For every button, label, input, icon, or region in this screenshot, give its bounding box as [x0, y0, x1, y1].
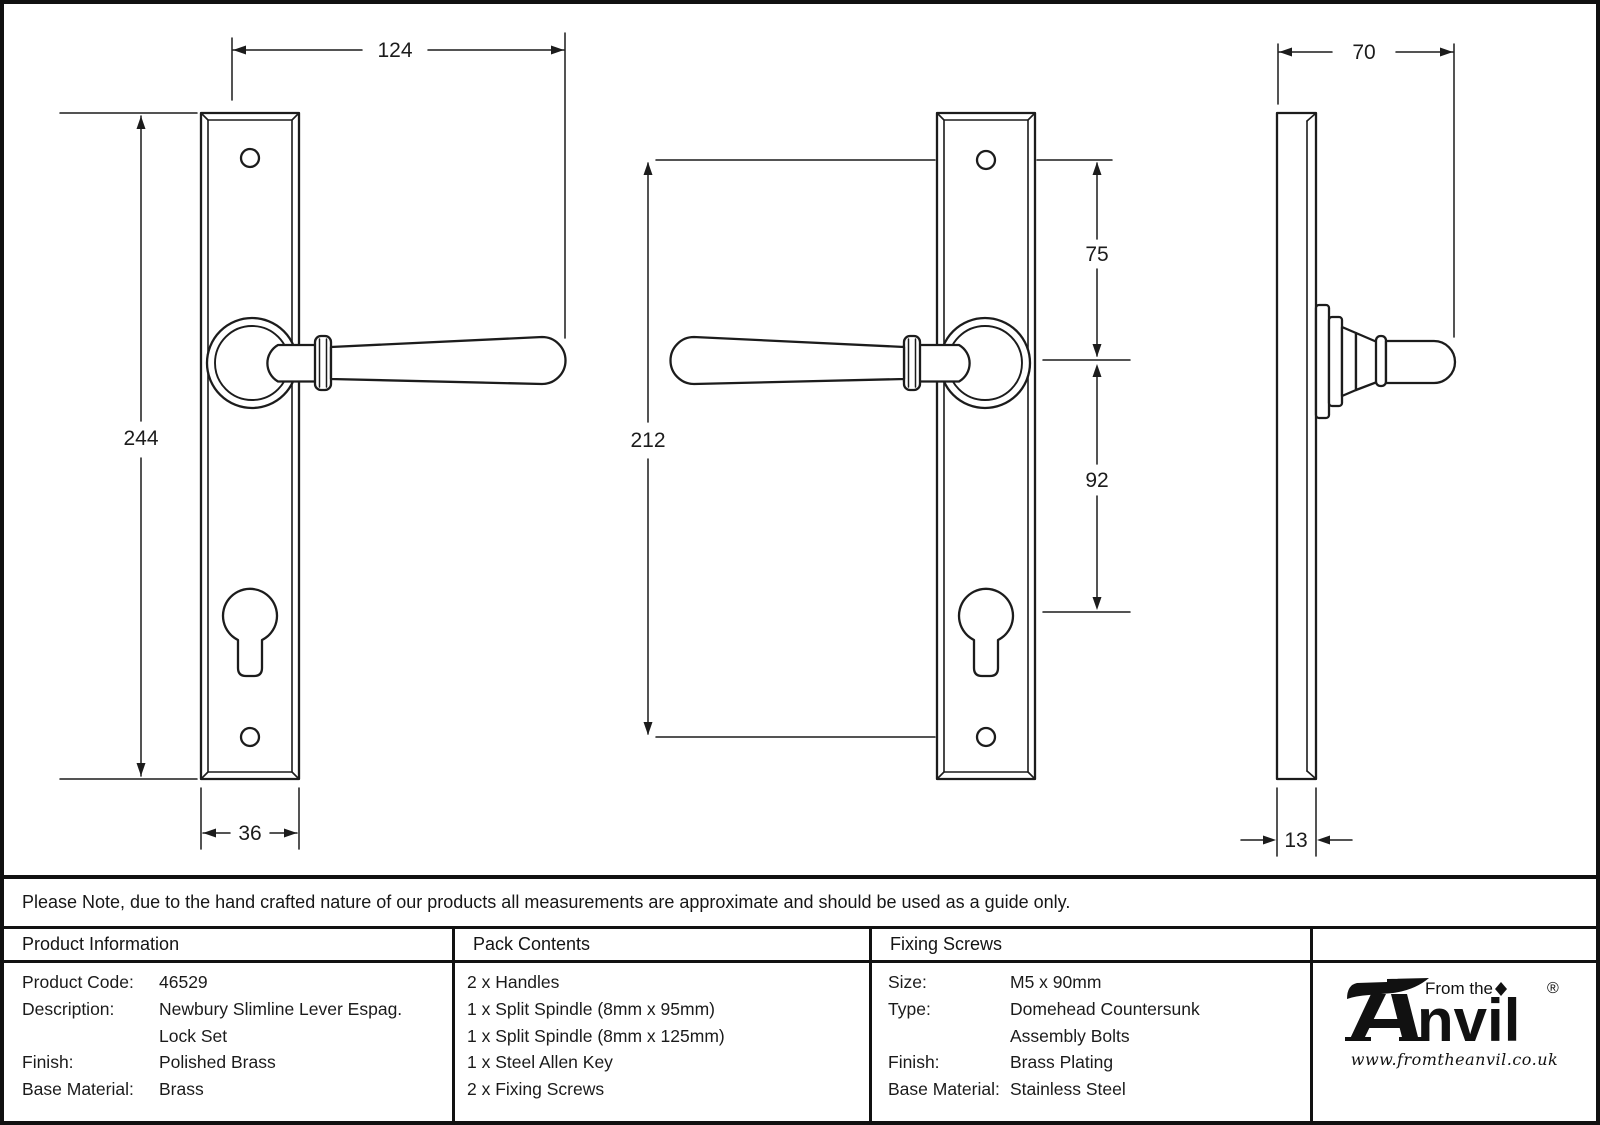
- table-header-row: Product Information Pack Contents Fixing…: [4, 929, 1596, 963]
- field-label: [4, 1023, 159, 1050]
- field-value: Lock Set: [159, 1025, 228, 1046]
- header-pack-contents: Pack Contents: [455, 929, 872, 960]
- anvil-icon: [1344, 978, 1429, 1041]
- field-value: Domehead Countersunk: [1010, 998, 1200, 1019]
- logo-brand-text: nvil: [1417, 987, 1520, 1049]
- field-value: Polished Brass: [159, 1052, 276, 1073]
- header-product-information: Product Information: [4, 929, 455, 960]
- top-screw-hole: [975, 149, 997, 171]
- lever-grip: [669, 335, 906, 386]
- brand-logo-cell: From the nvil ® www.fromtheanvil.co.uk: [1313, 963, 1596, 1121]
- list-item: 2 x Fixing Screws: [467, 1079, 605, 1100]
- field-label: [872, 1023, 1010, 1050]
- technical-drawing-svg: 124 244 36 212 75 92 70 13: [59, 32, 1457, 857]
- field-label: Type:: [888, 998, 931, 1019]
- table-row: Type: Domehead Countersunk: [872, 996, 1310, 1023]
- table-row: Size: M5 x 90mm: [872, 969, 1310, 996]
- front-view-handle-right: [199, 111, 567, 781]
- note-text: Please Note, due to the hand crafted nat…: [22, 892, 1071, 912]
- table-row: Lock Set: [4, 1023, 452, 1050]
- product-information-cell: Product Code: 46529 Description: Newbury…: [4, 963, 455, 1121]
- bottom-screw-hole: [239, 726, 261, 748]
- top-screw-hole: [239, 147, 261, 169]
- from-the-anvil-logo: From the nvil ®: [1344, 978, 1559, 1049]
- field-label: Base Material:: [22, 1079, 134, 1100]
- collar-profile: [1374, 334, 1388, 388]
- field-value: Brass: [159, 1079, 204, 1100]
- measurement-note: Please Note, due to the hand crafted nat…: [4, 875, 1596, 929]
- dimension-labels: 124 244 36 212 75 92 70 13: [123, 39, 1375, 852]
- neck-cone-1: [1340, 325, 1358, 398]
- field-value: Stainless Steel: [1010, 1079, 1126, 1100]
- field-value: 46529: [159, 972, 208, 992]
- field-value: M5 x 90mm: [1010, 972, 1102, 992]
- dim-plate-width: 36: [238, 822, 261, 845]
- field-label: Base Material:: [888, 1079, 1000, 1100]
- euro-keyhole: [957, 587, 1015, 678]
- lever-neck: [266, 343, 318, 383]
- side-view: [1275, 111, 1457, 781]
- header-logo-cell: [1313, 929, 1596, 960]
- grip-profile: [1384, 339, 1457, 385]
- field-value: Assembly Bolts: [1010, 1025, 1130, 1046]
- table-row: Base Material: Brass: [4, 1076, 452, 1103]
- neck-cone-2: [1354, 331, 1379, 392]
- dim-top-to-handle: 75: [1085, 243, 1108, 266]
- header-fixing-screws: Fixing Screws: [872, 929, 1313, 960]
- pack-contents-cell: 2 x Handles 1 x Split Spindle (8mm x 95m…: [455, 963, 872, 1121]
- dimension-lines: [59, 32, 1455, 857]
- rose-profile-1: [1314, 303, 1331, 420]
- list-item: 2 x Handles: [467, 972, 560, 992]
- technical-drawing-area: 124 244 36 212 75 92 70 13: [4, 4, 1596, 875]
- lever-collar: [313, 334, 333, 392]
- list-item: 1 x Split Spindle (8mm x 125mm): [467, 1025, 725, 1046]
- list-item: 1 x Steel Allen Key: [467, 1052, 613, 1073]
- dim-screw-centres: 212: [630, 429, 665, 452]
- table-body-row: Product Code: 46529 Description: Newbury…: [4, 963, 1596, 1121]
- front-view-handle-left: [669, 111, 1037, 781]
- logo-url: www.fromtheanvil.co.uk: [1350, 1050, 1559, 1069]
- lever-grip: [329, 335, 567, 386]
- field-label: Finish:: [888, 1052, 940, 1073]
- lever-collar: [902, 334, 922, 392]
- list-item: 1 x Split Spindle (8mm x 95mm): [467, 998, 715, 1019]
- field-value: Brass Plating: [1010, 1052, 1114, 1073]
- rose-profile-2: [1327, 315, 1344, 408]
- diamond-icon: [1494, 982, 1507, 996]
- euro-keyhole: [221, 587, 279, 678]
- fixing-screws-cell: Size: M5 x 90mm Type: Domehead Countersu…: [872, 963, 1313, 1121]
- dim-plate-thickness: 13: [1284, 829, 1307, 852]
- table-row: Finish: Polished Brass: [4, 1049, 452, 1076]
- logo-prefix: From the: [1425, 979, 1493, 998]
- table-row: Product Code: 46529: [4, 969, 452, 996]
- dim-assembly-width: 124: [377, 39, 412, 62]
- bottom-screw-hole: [975, 726, 997, 748]
- table-row: Assembly Bolts: [872, 1023, 1310, 1050]
- dim-side-projection: 70: [1352, 41, 1375, 64]
- table-row: Base Material: Stainless Steel: [872, 1076, 1310, 1103]
- table-row: Finish: Brass Plating: [872, 1049, 1310, 1076]
- dim-plate-height: 244: [123, 427, 158, 450]
- registered-mark: ®: [1547, 980, 1559, 997]
- field-label: Size:: [888, 972, 927, 992]
- field-value: Newbury Slimline Lever Espag.: [159, 998, 403, 1019]
- info-table: Product Information Pack Contents Fixing…: [4, 929, 1596, 1121]
- dim-handle-to-keyhole: 92: [1085, 469, 1108, 492]
- field-label: Description:: [22, 998, 115, 1019]
- field-label: Product Code:: [22, 972, 134, 992]
- field-label: Finish:: [22, 1052, 74, 1073]
- table-row: Description: Newbury Slimline Lever Espa…: [4, 996, 452, 1023]
